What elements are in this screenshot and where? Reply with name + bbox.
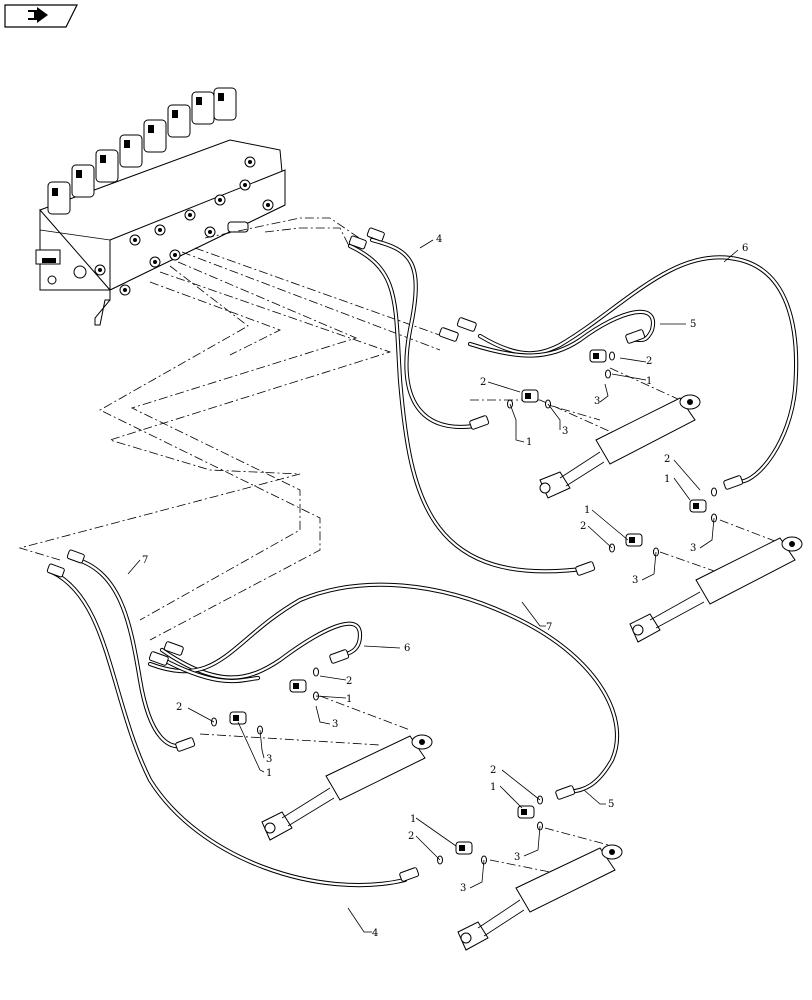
callout-1-e: 1 — [346, 694, 352, 705]
cylinder-upper-right — [629, 536, 803, 643]
callout-labels: 4 6 5 2 1 3 2 1 3 2 1 3 1 2 3 7 7 6 2 1 … — [142, 234, 748, 939]
callout-1-c: 1 — [664, 474, 670, 485]
callout-3-a: 3 — [594, 396, 600, 407]
callout-4-upper: 4 — [436, 234, 442, 245]
callout-1-f: 1 — [266, 768, 272, 779]
callout-6-upper: 6 — [742, 243, 748, 254]
callout-2-c: 2 — [664, 454, 670, 465]
callout-2-h: 2 — [408, 831, 414, 842]
callout-1-a: 1 — [646, 376, 652, 387]
callout-3-b: 3 — [562, 426, 568, 437]
callout-1-h: 1 — [410, 814, 416, 825]
callout-2-f: 2 — [176, 702, 182, 713]
callout-4-lower: 4 — [372, 928, 378, 939]
callout-2-d: 2 — [580, 521, 586, 532]
cylinder-lower-left — [261, 734, 433, 841]
callout-2-g: 2 — [490, 765, 496, 776]
callout-1-d: 1 — [584, 505, 590, 516]
callout-7-lower: 7 — [142, 555, 148, 566]
leader-lines — [127, 239, 739, 933]
hoses — [49, 237, 799, 888]
callout-3-f: 3 — [266, 754, 272, 765]
book-arrow-icon — [28, 7, 48, 23]
callout-3-g: 3 — [514, 852, 520, 863]
cylinder-lower-right — [457, 844, 623, 951]
callout-5-lower: 5 — [608, 799, 614, 810]
valve-ports — [94, 156, 274, 296]
callout-2-e: 2 — [346, 676, 352, 687]
callout-3-c: 3 — [690, 543, 696, 554]
callout-7-upper: 7 — [546, 622, 552, 633]
callout-1-g: 1 — [490, 782, 496, 793]
callout-6-lower: 6 — [404, 643, 410, 654]
callout-5-upper: 5 — [690, 319, 696, 330]
callout-3-e: 3 — [332, 719, 338, 730]
hose-fittings — [46, 227, 744, 882]
control-valve-assembly — [35, 87, 286, 326]
callout-3-d: 3 — [632, 575, 638, 586]
nav-arrow-badge[interactable] — [4, 4, 78, 28]
cylinder-upper-left — [539, 394, 701, 499]
solenoid-stacks — [47, 87, 237, 215]
hydraulic-cylinders — [261, 394, 803, 951]
callout-1-b: 1 — [526, 437, 532, 448]
callout-2-b: 2 — [480, 377, 486, 388]
routing-centerlines — [18, 217, 786, 881]
callout-2-a: 2 — [646, 356, 652, 367]
callout-3-h: 3 — [460, 883, 466, 894]
